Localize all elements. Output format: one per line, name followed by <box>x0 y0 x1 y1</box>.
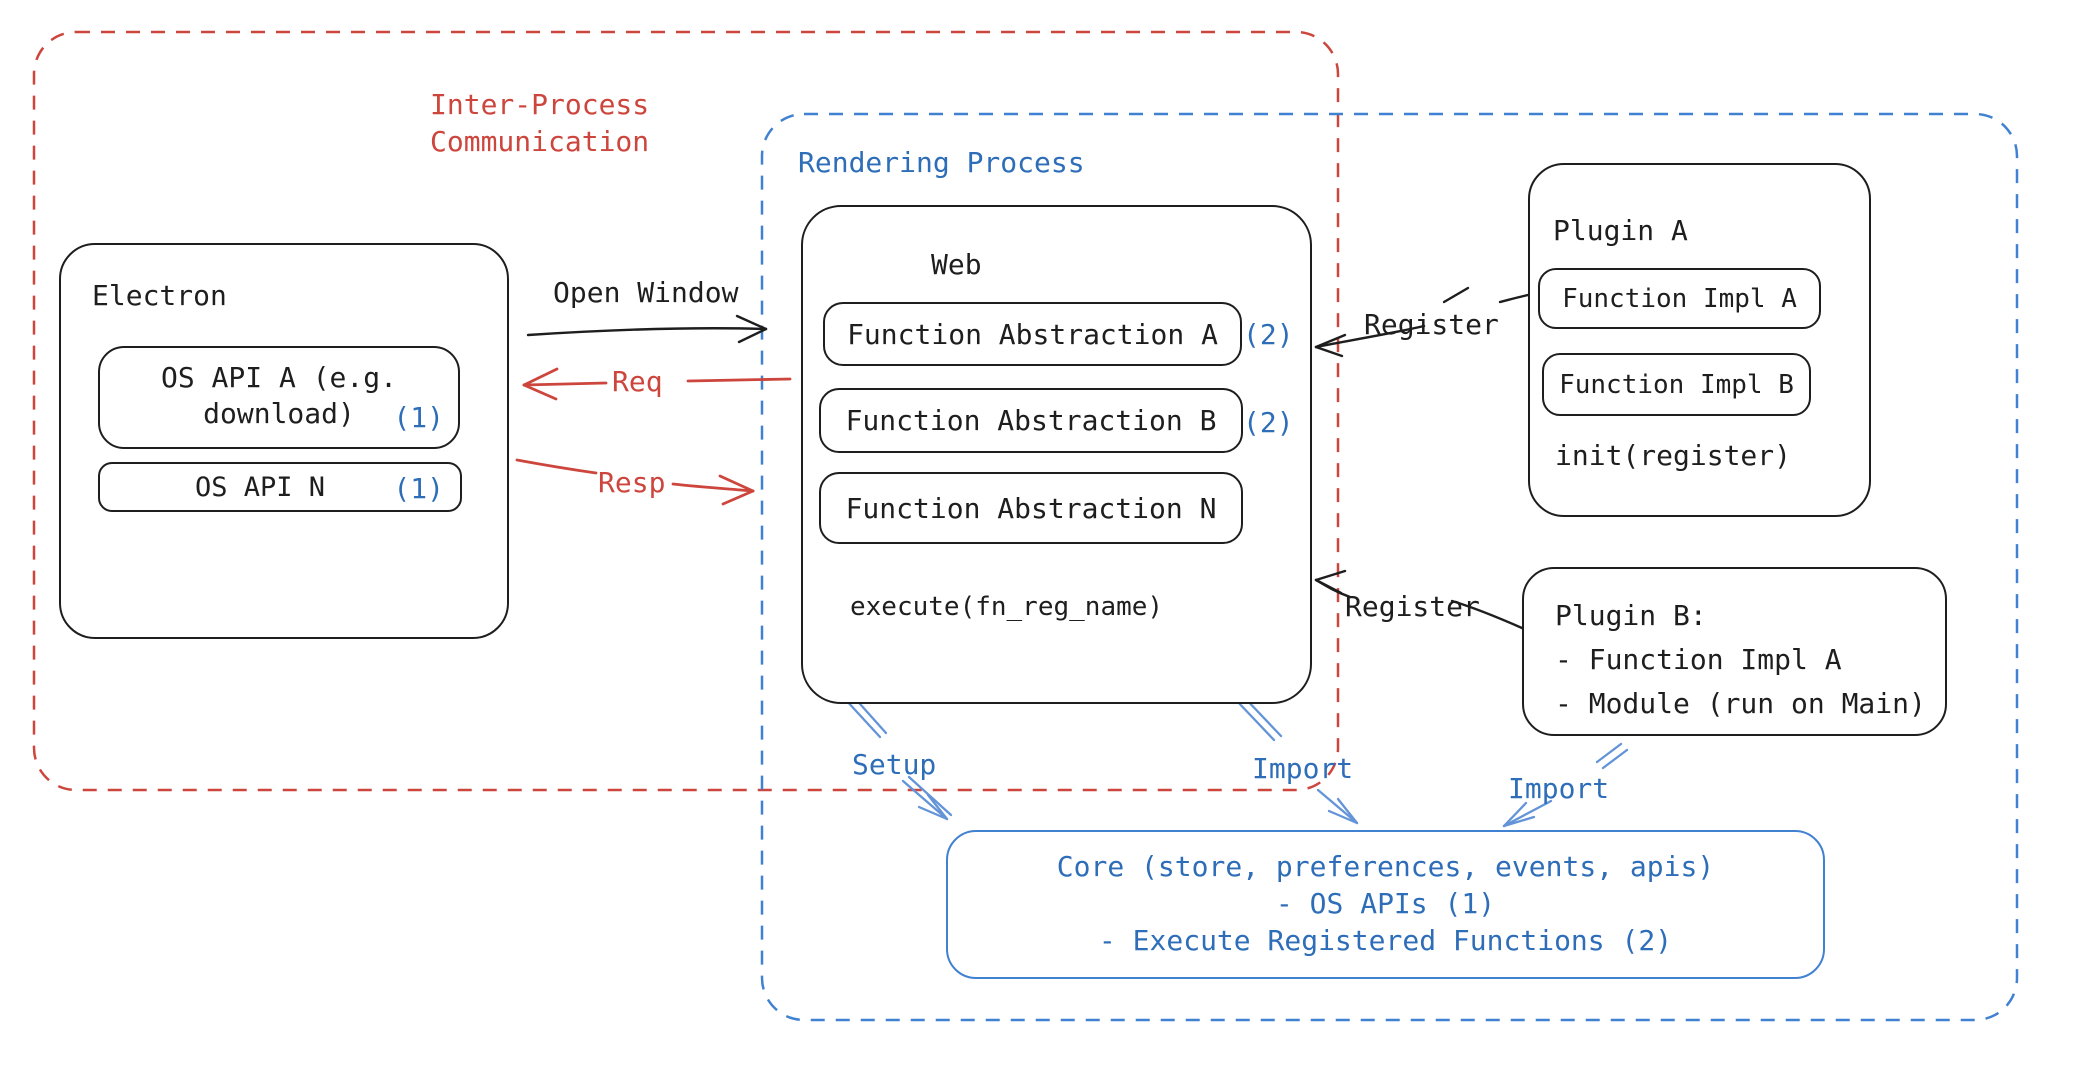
os-api-a-line1: OS API A (e.g. <box>160 361 397 394</box>
resp-label: Resp <box>598 466 666 499</box>
os-api-a-line2: download) <box>203 397 355 430</box>
core-line2: - OS APIs (1) <box>1275 887 1496 920</box>
plugin-a-title: Plugin A <box>1553 214 1688 247</box>
ipc-title-line2: Communication <box>430 125 650 158</box>
setup-arrow <box>843 693 953 821</box>
open-window-label: Open Window <box>553 276 739 309</box>
function-abstraction-n-label: Function Abstraction N <box>845 491 1217 525</box>
register-bottom-arrow <box>1314 569 1524 630</box>
plugin-a-box <box>1528 163 1871 517</box>
rendering-process-title: Rendering Process <box>798 146 1085 179</box>
os-api-a-box: OS API A (e.g. download) (1) <box>98 346 460 449</box>
ipc-boundary <box>32 30 1340 792</box>
ipc-title-line1: Inter-Process <box>430 88 650 121</box>
core-box: Core (store, preferences, events, apis) … <box>946 830 1825 979</box>
os-api-n-marker: (1) <box>393 472 444 505</box>
plugin-a-init-label: init(register) <box>1555 439 1792 472</box>
core-line3: - Execute Registered Functions (2) <box>1098 924 1673 957</box>
open-window-arrow <box>526 314 768 344</box>
req-arrow <box>522 367 792 401</box>
plugin-a-impl-b-label: Function Impl B <box>1559 369 1794 400</box>
function-abstraction-a-marker: (2) <box>1243 318 1294 351</box>
function-abstraction-n-box: Function Abstraction N <box>819 472 1243 544</box>
function-abstraction-a-label: Function Abstraction A <box>847 317 1218 351</box>
electron-title: Electron <box>92 279 227 312</box>
plugin-a-impl-a-label: Function Impl A <box>1562 283 1797 314</box>
os-api-n-label: OS API N <box>194 471 326 503</box>
function-abstraction-b-label: Function Abstraction B <box>845 404 1217 437</box>
register-bottom-label: Register <box>1345 590 1480 623</box>
import-plugin-b-label: Import <box>1508 772 1610 805</box>
core-line1: Core (store, preferences, events, apis) <box>1056 850 1715 883</box>
plugin-b-title: Plugin B: <box>1555 599 1707 632</box>
web-box <box>801 205 1312 704</box>
rendering-process-boundary <box>760 112 2019 1022</box>
plugin-b-item2: - Module (run on Main) <box>1555 687 1926 720</box>
ipc-title: Inter-Process Communication <box>430 86 649 160</box>
plugin-a-impl-a-box: Function Impl A <box>1538 268 1821 329</box>
plugin-a-impl-b-box: Function Impl B <box>1542 353 1811 416</box>
web-title: Web <box>931 248 982 281</box>
os-api-a-marker: (1) <box>393 401 444 435</box>
plugin-b-item1: - Function Impl A <box>1555 643 1842 676</box>
function-abstraction-b-box: Function Abstraction B <box>819 388 1243 453</box>
import-plugin-b-arrow <box>1502 742 1629 828</box>
plugin-b-box: Plugin B: - Function Impl A - Module (ru… <box>1522 567 1947 736</box>
import-web-label: Import <box>1252 752 1354 785</box>
os-api-n-box: OS API N (1) <box>98 462 462 512</box>
register-top-label: Register <box>1364 308 1499 341</box>
resp-arrow <box>515 458 755 506</box>
register-top-arrow <box>1314 286 1530 358</box>
execute-label: execute(fn_reg_name) <box>850 592 1164 622</box>
function-abstraction-a-box: Function Abstraction A <box>823 302 1242 366</box>
setup-label: Setup <box>852 748 937 781</box>
req-label: Req <box>612 365 663 398</box>
function-abstraction-b-marker: (2) <box>1243 406 1294 439</box>
